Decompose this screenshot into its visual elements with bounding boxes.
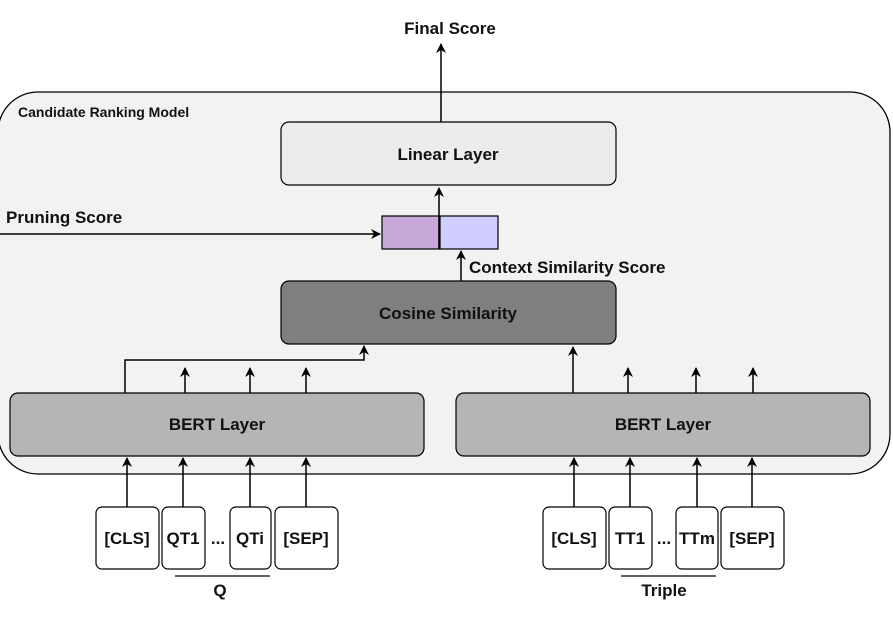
final-score-label: Final Score	[404, 19, 496, 38]
cosine-similarity-box	[280, 280, 617, 345]
group-label-triple: Triple	[641, 581, 686, 600]
left-cls-to-cosine-arrow	[124, 345, 369, 393]
token-label: [CLS]	[551, 529, 596, 548]
linear-layer-label: Linear Layer	[397, 145, 498, 164]
model-title: Candidate Ranking Model	[18, 104, 189, 120]
context-score-cell	[439, 215, 499, 250]
right-input-tokens: [CLS] TT1 ... TTm [SEP] Triple	[542, 457, 785, 600]
bert-layer-left-box	[9, 392, 425, 457]
token-label: [CLS]	[104, 529, 149, 548]
token-label: QTi	[236, 529, 264, 548]
token-ellipsis: ...	[657, 529, 671, 548]
left-input-tokens: [CLS] QT1 ... QTi [SEP] Q	[95, 457, 339, 600]
pruning-score-label: Pruning Score	[6, 208, 122, 227]
token-ellipsis: ...	[211, 529, 225, 548]
cosine-similarity-label: Cosine Similarity	[379, 304, 517, 323]
context-similarity-label: Context Similarity Score	[469, 258, 666, 277]
token-label: QT1	[166, 529, 199, 548]
bert-layer-left-label: BERT Layer	[169, 415, 266, 434]
bert-layer-right-box	[455, 392, 871, 457]
token-label: TTm	[679, 529, 715, 548]
token-label: [SEP]	[729, 529, 774, 548]
token-label: [SEP]	[283, 529, 328, 548]
group-label-q: Q	[213, 581, 226, 600]
pruning-score-cell	[381, 215, 440, 250]
token-label: TT1	[615, 529, 645, 548]
bert-layer-right-label: BERT Layer	[615, 415, 712, 434]
linear-layer-box	[280, 121, 617, 186]
